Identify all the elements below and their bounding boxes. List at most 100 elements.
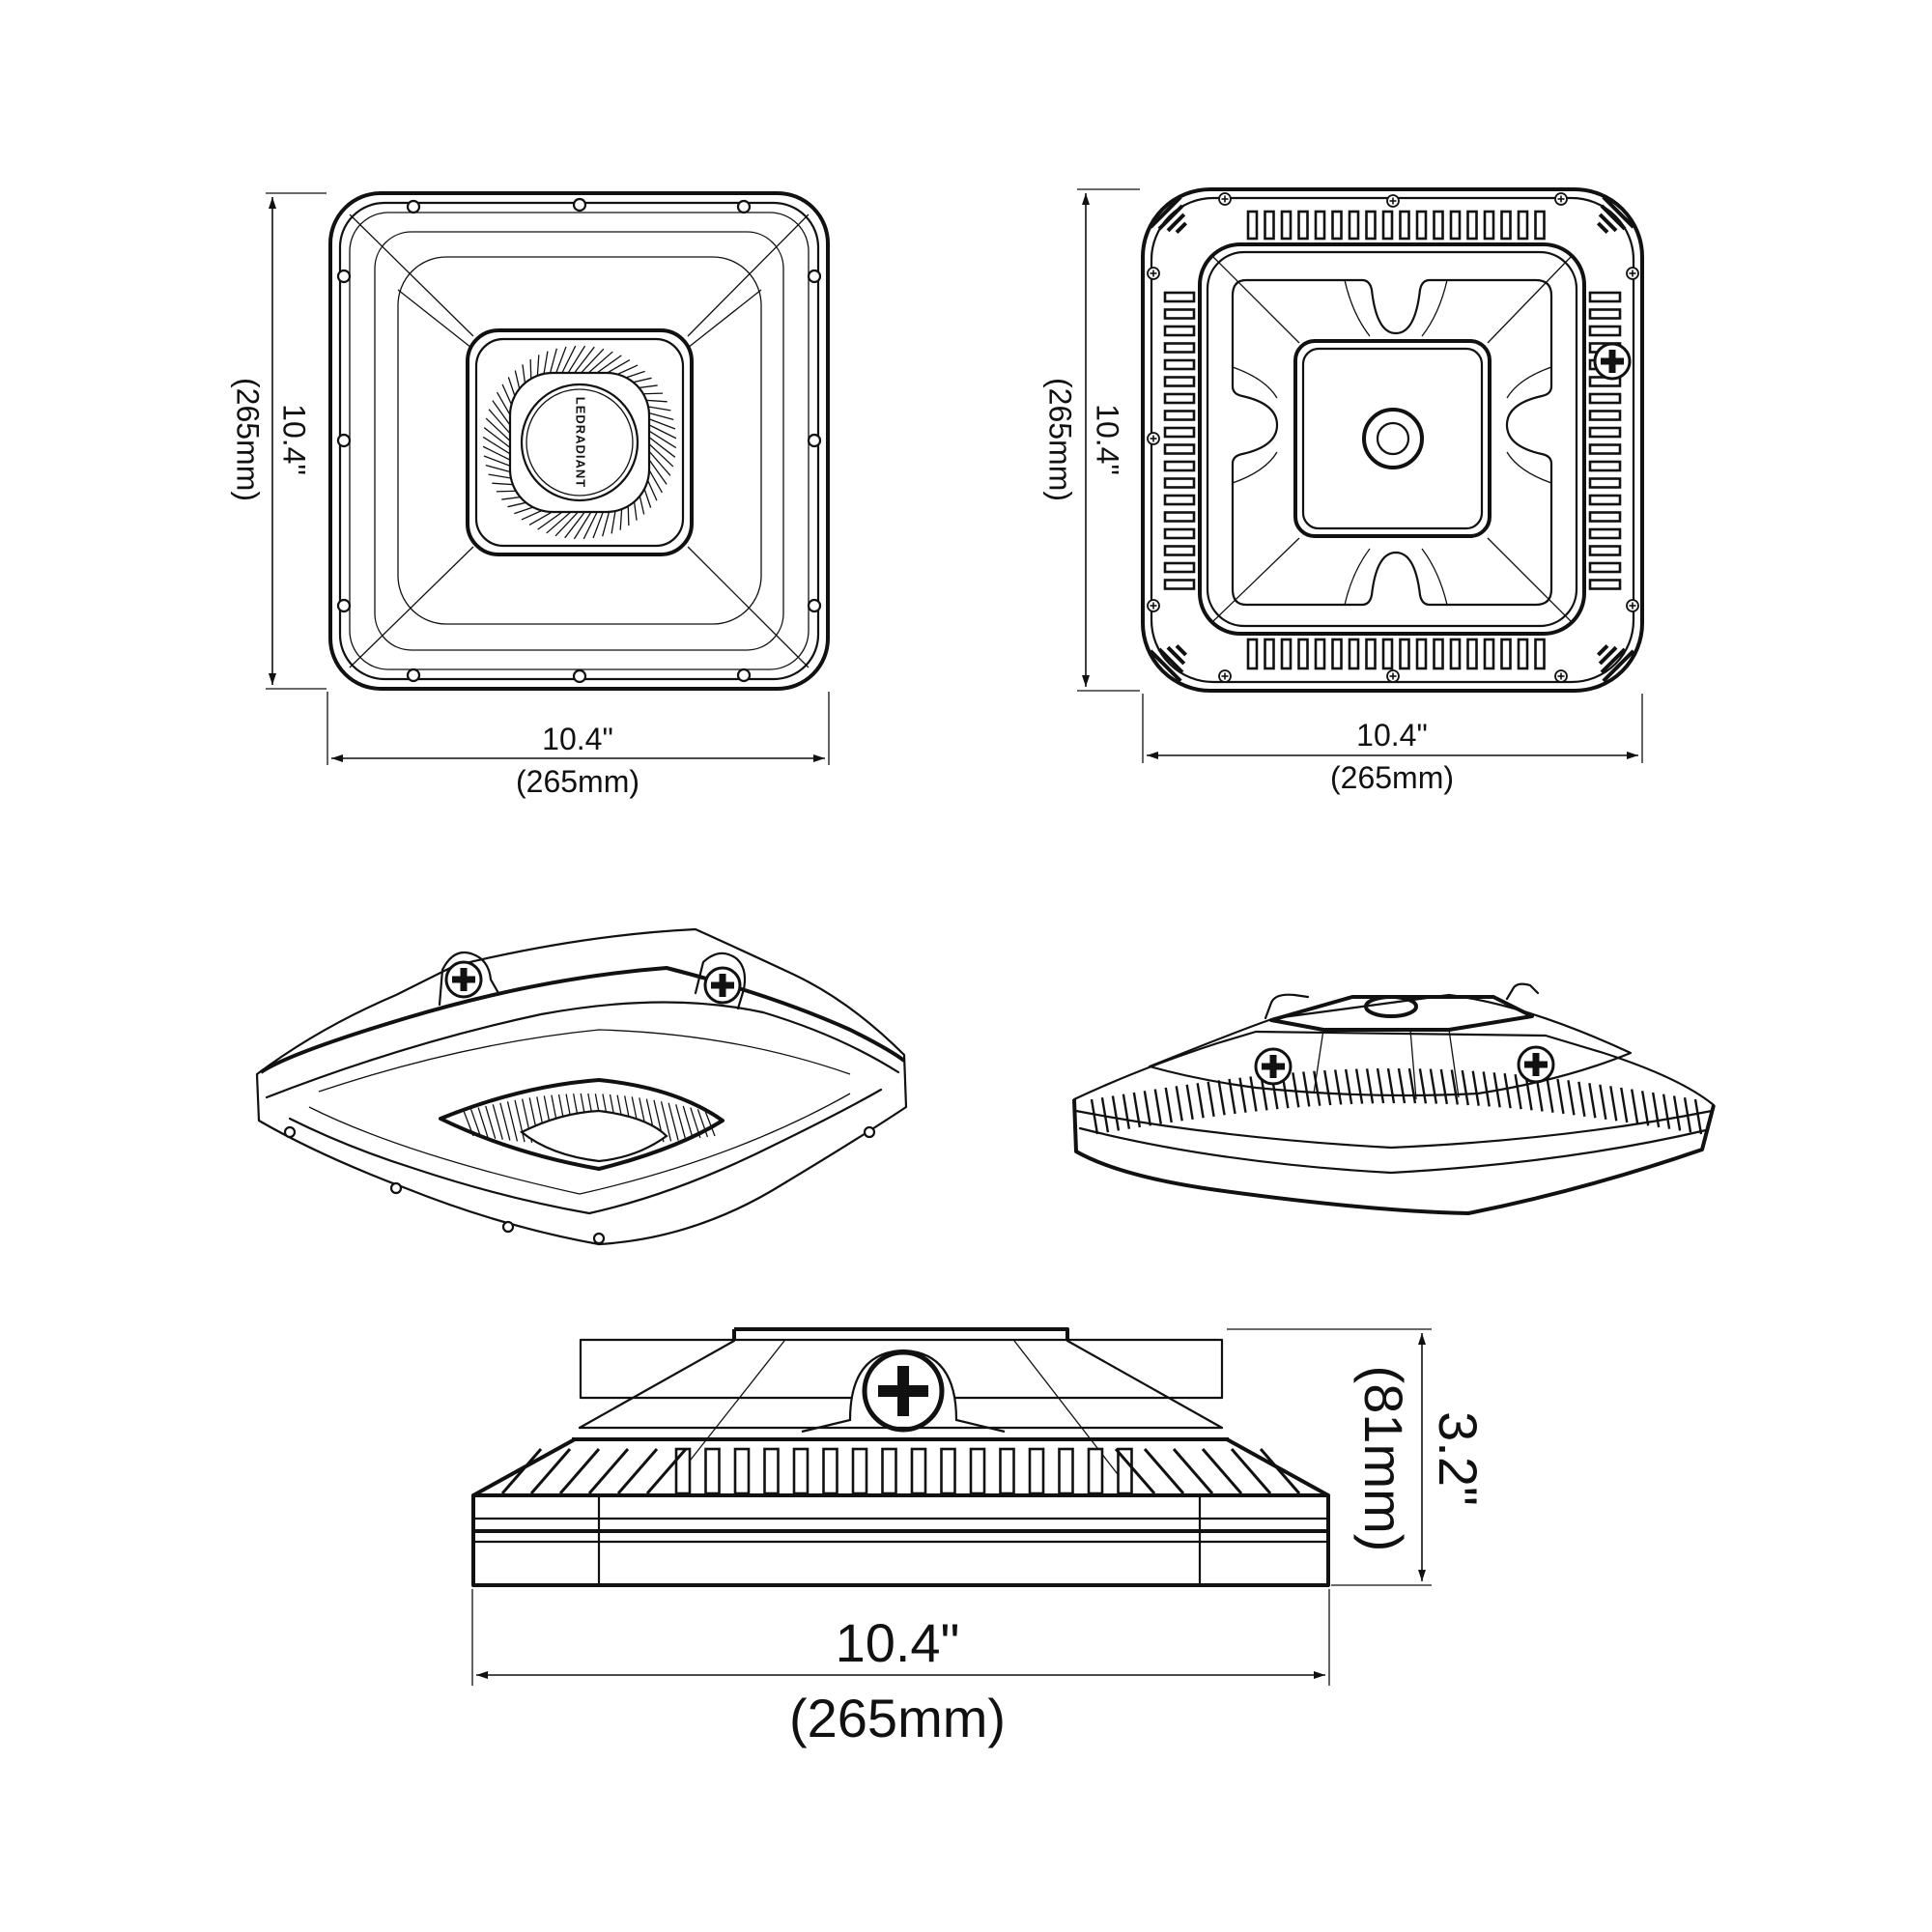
width-mm-label: (265mm)	[1330, 760, 1454, 795]
heatsink-fin	[1588, 579, 1622, 590]
heatsink-fin	[1567, 1080, 1576, 1116]
heatsink-fin	[1433, 210, 1444, 241]
heatsink-fin	[1397, 1067, 1406, 1104]
heatsink-fin	[1207, 1081, 1215, 1117]
heatsink-fin	[1588, 325, 1622, 337]
heatsink-fin	[1163, 325, 1196, 337]
heatsink-fin	[1354, 1068, 1364, 1104]
height-mm-label: (265mm)	[1043, 378, 1078, 501]
heatsink-fin	[1588, 443, 1622, 455]
heatsink-fin	[1153, 1089, 1162, 1124]
heatsink-fin	[1246, 210, 1259, 241]
heatsink-fin	[1588, 426, 1622, 439]
heatsink-fin	[1149, 195, 1182, 229]
heatsink-fin	[1517, 638, 1529, 670]
heatsink-fin	[1365, 210, 1377, 241]
side-view: 3.2" (81mm) 10.4" (265mm)	[471, 1327, 1489, 1748]
heatsink-fin	[682, 1105, 694, 1140]
isometric-bottom-view	[255, 927, 908, 1246]
heatsink-fin	[1588, 392, 1622, 405]
heatsink-fin	[1238, 1077, 1247, 1113]
heatsink-fin	[1386, 1067, 1396, 1104]
heatsink-fin	[1132, 1092, 1142, 1128]
heatsink-fin	[1600, 647, 1627, 674]
small-screw-icon	[1147, 192, 1639, 683]
heatsink-fin	[1163, 511, 1196, 523]
heatsink-fin	[1163, 308, 1196, 320]
heatsink-fin	[463, 1110, 474, 1137]
heatsink-fin	[1163, 426, 1196, 439]
heatsink-fin	[1314, 638, 1326, 670]
heatsink-fin	[1230, 1448, 1272, 1494]
heatsink-fin	[1631, 1089, 1639, 1124]
heatsink-fin	[1466, 638, 1478, 670]
heatsink-fin	[1149, 649, 1182, 683]
heatsink-fin	[1090, 1098, 1099, 1135]
heatsink-fin	[1163, 561, 1196, 574]
heatsink-fin	[1163, 358, 1196, 371]
heatsink-fin	[558, 1448, 601, 1494]
heatsink-fin	[1450, 1069, 1459, 1105]
heatsink-fin	[1503, 1073, 1512, 1109]
heatsink-fin	[1172, 1448, 1214, 1494]
logo-text: LEDRADIANT	[574, 397, 588, 489]
heatsink-fin	[1163, 527, 1196, 540]
heatsink-fin	[1399, 638, 1410, 670]
heatsink-fin	[1217, 1080, 1226, 1116]
heatsink-fin	[1166, 645, 1186, 666]
heatsink-fin	[1596, 221, 1609, 235]
heatsink-fin	[1609, 1086, 1618, 1122]
heatsink-fin	[1259, 1448, 1301, 1494]
heatsink-fin	[1175, 643, 1188, 657]
heatsink-fin	[1302, 1071, 1311, 1107]
heatsink-fin	[477, 1107, 489, 1139]
heatsink-fin	[1111, 1095, 1121, 1131]
heatsink-fin	[1429, 1068, 1438, 1104]
width-mm-label: (265mm)	[789, 1688, 1006, 1748]
heatsink-fin	[910, 1447, 927, 1495]
heatsink-fin	[792, 1447, 810, 1495]
heatsink-fin	[940, 1447, 956, 1495]
mounting-screw-icon	[878, 1366, 928, 1416]
height-inches-label: 10.4"	[277, 404, 312, 475]
height-mm-label: (81mm)	[1353, 1366, 1414, 1552]
heatsink-fin	[1348, 210, 1360, 241]
heatsink-fin	[1122, 1094, 1131, 1129]
heatsink-fin	[485, 1105, 497, 1140]
heatsink-fin	[1588, 477, 1622, 489]
heatsink-fin	[1164, 1087, 1173, 1123]
heatsink-fin	[1175, 1086, 1183, 1122]
heatsink-fin	[1185, 1084, 1194, 1120]
heatsink-fin	[1546, 1077, 1554, 1113]
heatsink-fin	[1461, 1069, 1469, 1106]
heatsink-fin	[851, 1447, 868, 1495]
heatsink-fin	[1588, 410, 1622, 421]
heatsink-fin	[1381, 210, 1394, 241]
heatsink-fin	[1599, 1084, 1607, 1120]
width-mm-label: (265mm)	[516, 764, 639, 799]
heatsink-fin	[1588, 561, 1622, 574]
heatsink-fin	[690, 1107, 701, 1139]
heatsink-fin	[1297, 210, 1309, 241]
heatsink-fin	[1693, 1098, 1703, 1135]
heatsink-fin	[704, 1447, 721, 1495]
heatsink-fin	[1365, 638, 1377, 670]
heatsink-fin	[492, 1104, 503, 1140]
heatsink-fin	[668, 1102, 679, 1141]
heatsink-fin	[1415, 210, 1428, 241]
heatsink-fin	[587, 1448, 630, 1494]
width-inches-label: 10.4"	[542, 722, 613, 756]
heatsink-fin	[1500, 638, 1512, 670]
small-screw-icon	[283, 1125, 876, 1245]
heatsink-fin	[1598, 645, 1618, 666]
heatsink-fin	[1313, 1070, 1321, 1106]
heatsink-fin	[881, 1447, 897, 1495]
heatsink-fin	[1415, 638, 1428, 670]
heatsink-fin	[1246, 638, 1259, 670]
heatsink-fin	[1143, 1091, 1152, 1126]
heatsink-fin	[1196, 1083, 1205, 1119]
heatsink-fin	[1600, 204, 1627, 231]
heatsink-fin	[645, 1448, 688, 1494]
heatsink-fin	[1331, 638, 1343, 670]
